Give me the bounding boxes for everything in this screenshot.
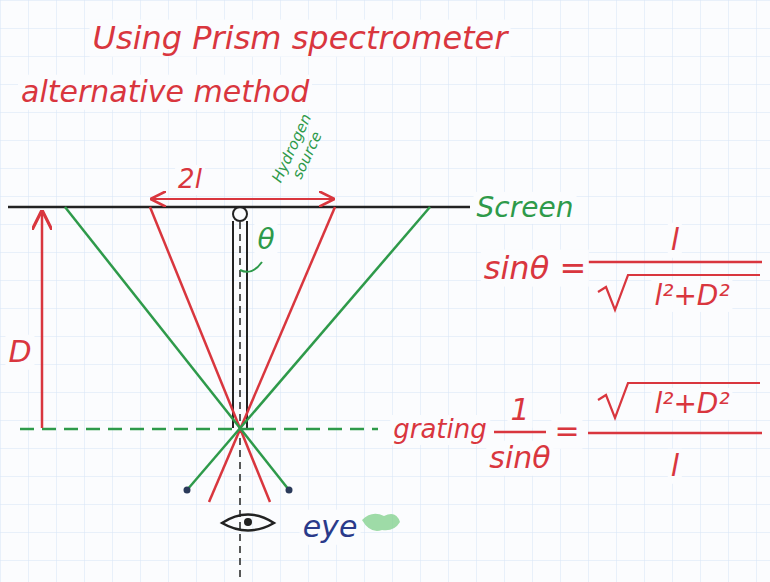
screen-label: Screen [474, 192, 577, 224]
eye-pupil [244, 518, 252, 526]
dimension-label: 2l [175, 165, 205, 195]
subheading: alternative method [18, 75, 312, 110]
dimension-arrow [41, 212, 44, 428]
ray-dot [184, 487, 191, 494]
fraction-bar [588, 261, 762, 264]
formula-text: l²+D² [651, 388, 732, 420]
grating-line [20, 428, 378, 431]
ray-line [65, 207, 289, 490]
ray-dot [286, 487, 293, 494]
ray-line [150, 207, 270, 502]
eye-symbol [222, 515, 274, 531]
ray-line [209, 207, 335, 502]
dimension-label: D [5, 335, 34, 370]
eye-label: eye [300, 510, 361, 545]
formula-text: 1 [507, 393, 532, 428]
source-symbol [233, 207, 247, 221]
angle-arc [240, 262, 262, 272]
formula-text: l [668, 449, 682, 484]
scribble [362, 514, 400, 531]
angle-label: θ [254, 224, 277, 256]
beam-line [246, 221, 248, 428]
dimension-arrow [152, 198, 333, 200]
formula-text: = [551, 414, 582, 449]
fraction-bar [494, 431, 546, 434]
fraction-bar [588, 432, 762, 435]
formula-text: l²+D² [651, 280, 732, 312]
beam-line [232, 221, 234, 428]
ray-line [187, 207, 430, 490]
grating-label: grating [390, 415, 490, 445]
formula-text: sinθ = [481, 250, 589, 287]
formula-text: sinθ [486, 441, 553, 476]
formula-text: l [668, 223, 682, 258]
heading: Using Prism spectrometer [90, 20, 511, 57]
axis-line [239, 222, 241, 580]
